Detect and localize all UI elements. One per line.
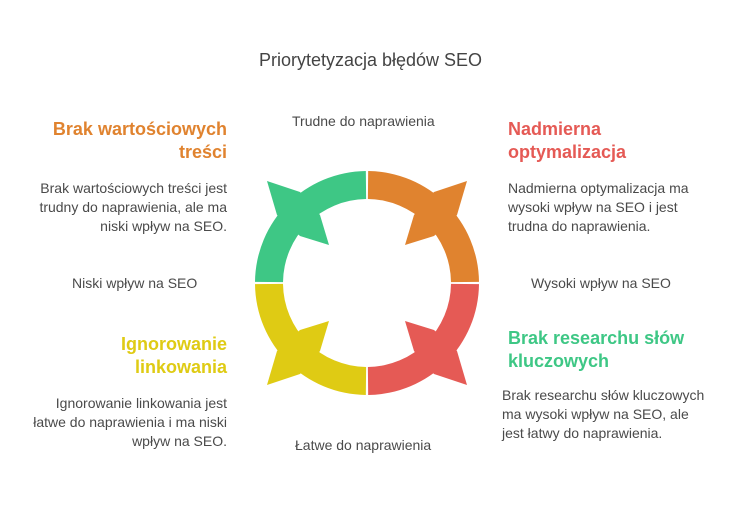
quadrant-desc-keywords: Brak researchu słów kluczowych ma wysoki… (502, 387, 705, 441)
arrow-icon-bottom-right (405, 321, 467, 385)
quadrant-title-linking: Ignorowanie linkowania (120, 334, 227, 377)
ring-segment-top-left (255, 171, 367, 283)
ring-segment-top-right (367, 171, 479, 283)
quadrant-title-keywords: Brak researchu słów kluczowych (508, 328, 685, 371)
axis-left-label: Niski wpływ na SEO (72, 275, 198, 291)
ring-segment-bottom-left (255, 283, 367, 395)
axis-top-label: Trudne do naprawienia (292, 113, 435, 129)
arrow-icon-top-right (405, 181, 467, 245)
quadrant-desc-linking: Ignorowanie linkowania jest łatwe do nap… (33, 395, 227, 449)
axis-bottom-label: Łatwe do naprawienia (295, 437, 432, 453)
quadrant-desc-content: Brak wartościowych treści jest trudny do… (39, 180, 227, 234)
quadrant-title-content: Brak wartościowych treści (52, 119, 227, 162)
axis-right-label: Wysoki wpływ na SEO (531, 275, 671, 291)
diagram-title: Priorytetyzacja błędów SEO (258, 50, 483, 70)
quadrant-title-overoptimization: Nadmierna optymalizacja (508, 119, 627, 162)
arrow-icon-top-left (267, 181, 329, 245)
quadrant-desc-overoptimization: Nadmierna optymalizacja ma wysoki wpływ … (508, 180, 689, 234)
ring-segment-bottom-right (367, 283, 479, 395)
arrow-icon-bottom-left (267, 321, 329, 385)
